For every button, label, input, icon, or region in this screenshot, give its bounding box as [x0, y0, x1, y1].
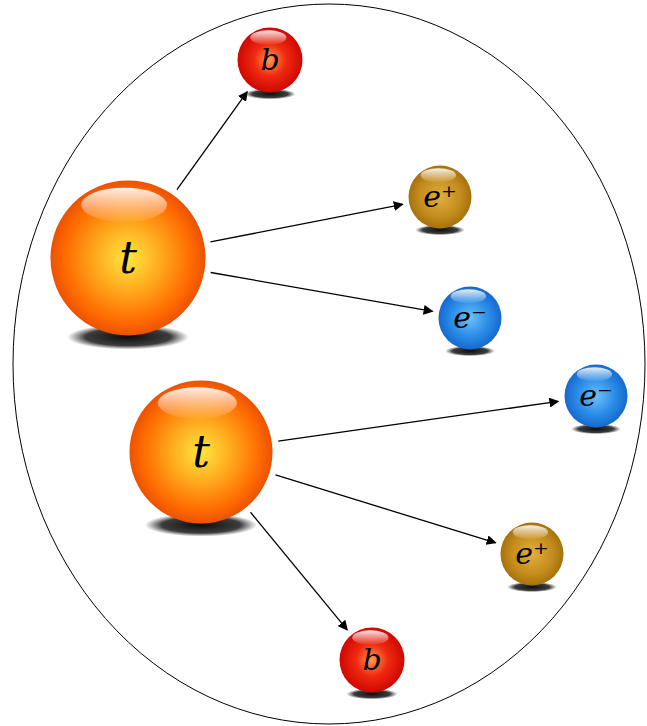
decay-arrow: [210, 204, 402, 242]
particle-sphere: e⁺: [408, 165, 472, 229]
sphere-highlight: [250, 30, 286, 45]
particle-sphere: e⁻: [564, 364, 628, 428]
particle-sphere: t: [129, 380, 273, 524]
decay-arrow: [278, 401, 558, 441]
sphere-highlight: [451, 289, 486, 303]
particle-sphere: b: [237, 27, 303, 93]
sphere-body: [130, 381, 273, 524]
particle-symbol: e⁻: [453, 303, 487, 333]
sphere-highlight: [158, 387, 237, 419]
particle-symbol: t: [192, 430, 210, 474]
particle-symbol: t: [119, 236, 137, 280]
sphere-highlight: [421, 168, 456, 182]
sphere-highlight: [577, 367, 612, 381]
particle-sphere: e⁻: [438, 286, 502, 350]
sphere-body: [340, 628, 405, 693]
sphere-highlight: [513, 525, 548, 539]
particle-sphere: t: [50, 180, 206, 336]
sphere-body: [51, 181, 206, 336]
particle-sphere: e⁺: [500, 522, 564, 586]
sphere-highlight: [81, 188, 167, 222]
particle-sphere: b: [339, 627, 405, 693]
sphere-highlight: [352, 630, 388, 645]
sphere-body: [501, 523, 564, 586]
particle-symbol: b: [362, 645, 381, 675]
sphere-body: [238, 28, 303, 93]
sphere-body: [409, 166, 472, 229]
particle-symbol: e⁻: [579, 381, 613, 411]
decay-arrow: [251, 512, 348, 630]
decay-arrow: [276, 475, 496, 543]
enclosing-circle: [13, 4, 645, 724]
particle-symbol: e⁺: [515, 539, 549, 569]
sphere-body: [565, 365, 628, 428]
particle-symbol: e⁺: [423, 182, 457, 212]
decay-arrow: [177, 92, 247, 190]
sphere-body: [439, 287, 502, 350]
particle-symbol: b: [260, 45, 279, 75]
decay-arrow: [211, 273, 433, 312]
